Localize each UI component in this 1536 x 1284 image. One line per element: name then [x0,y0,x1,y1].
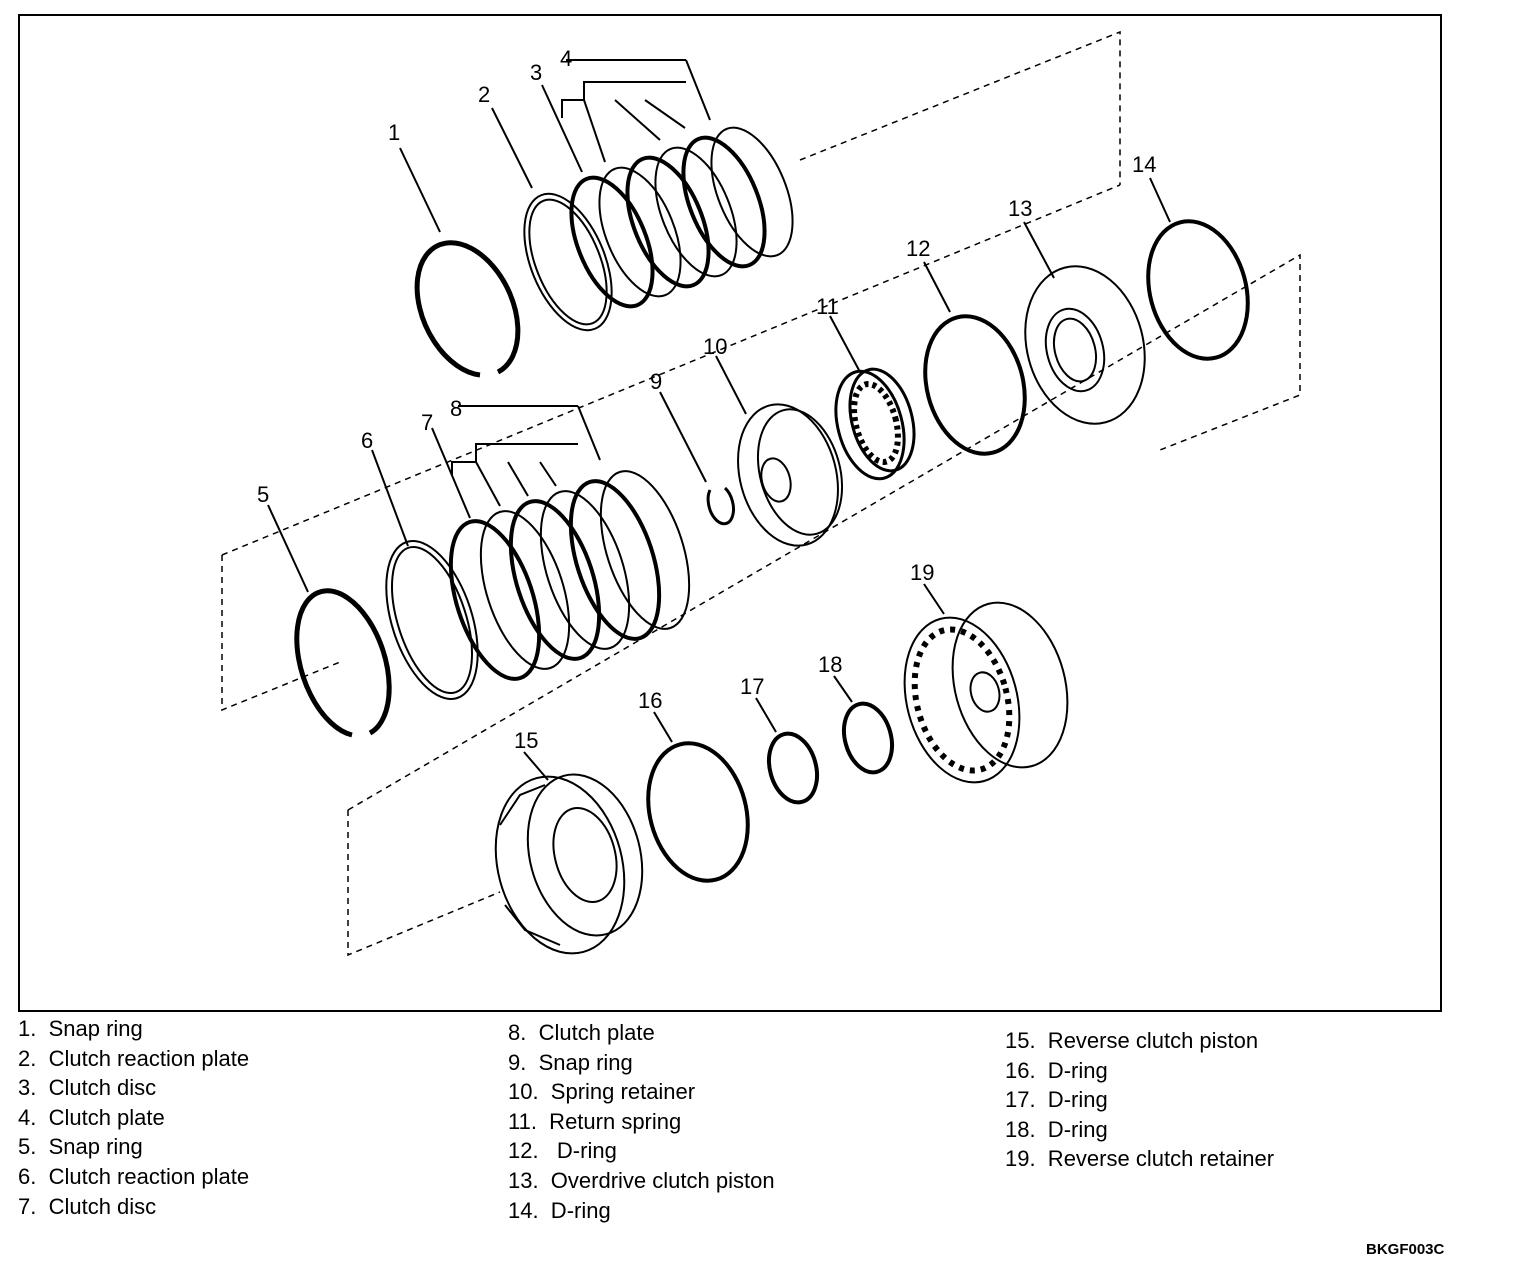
part-2-clutch-reaction-plate [523,192,613,332]
legend-item-6: 6. Clutch reaction plate [18,1163,250,1189]
legend-item-18: 18. D-ring [1005,1116,1108,1142]
part-5-snap-ring [294,588,392,738]
upper-assembly-box [799,30,1121,185]
callout-14: 14 [1132,152,1156,177]
legend-column-1: 1. Snap ring 2. Clutch reaction plate 3.… [18,1014,249,1221]
callout-3: 3 [530,60,542,85]
callout-15: 15 [514,728,538,753]
legend-item-8: 8. Clutch plate [508,1020,655,1045]
legend-column-2: 8. Clutch plate 9. Snap ring 10. Spring … [508,1018,775,1225]
part-10-spring-retainer [737,403,844,547]
legend-item-19: 19. Reverse clutch retainer [1005,1146,1275,1172]
legend-item-12: 12. D-ring [508,1138,617,1164]
part-7-8-clutch-pack-middle [448,470,691,681]
legend-item-1: 1. Snap ring [18,1016,143,1041]
middle-assembly-box [221,184,1121,712]
legend-item-10: 10. Spring retainer [508,1079,696,1105]
leader-lines [267,59,1171,781]
legend-item-4: 4. Clutch plate [18,1104,165,1130]
callout-5: 5 [257,482,269,507]
callout-17: 17 [740,674,764,699]
legend-item-7: 7. Clutch disc [18,1193,157,1219]
callout-11: 11 [816,294,839,319]
callout-12: 12 [906,236,930,261]
exploded-diagram: 1 2 3 4 5 6 7 8 9 10 11 12 13 14 15 16 1… [221,30,1301,957]
diagram-frame [18,14,1442,1012]
callout-13: 13 [1008,196,1032,221]
callout-7: 7 [421,410,433,435]
legend-item-11: 11. Return spring [508,1108,682,1134]
legend-item-16: 16. D-ring [1005,1057,1108,1083]
figure-code: BKGF003C [1366,1241,1445,1258]
legend-item-2: 2. Clutch reaction plate [18,1045,250,1071]
legend-item-9: 9. Snap ring [508,1049,633,1075]
callout-16: 16 [638,688,662,713]
callout-labels: 1 2 3 4 5 6 7 8 9 10 11 12 13 14 15 16 1… [257,46,1156,753]
part-19-reverse-clutch-retainer [903,601,1069,784]
part-18-d-ring [842,701,894,775]
callout-1: 1 [388,120,400,145]
part-16-d-ring [646,741,750,883]
part-9-snap-ring [706,486,735,526]
callout-8: 8 [450,396,462,421]
callout-6: 6 [361,428,373,453]
callout-4: 4 [560,46,572,71]
legend-item-17: 17. D-ring [1005,1087,1108,1113]
legend-column-3: 15. Reverse clutch piston 16. D-ring 17.… [1005,1026,1274,1174]
part-15-reverse-clutch-piston [494,773,644,955]
part-17-d-ring [767,731,819,805]
legend-item-5: 5. Snap ring [18,1134,143,1160]
callout-18: 18 [818,652,842,677]
callout-19: 19 [910,560,934,585]
legend-item-13: 13. Overdrive clutch piston [508,1167,775,1193]
legend-item-14: 14. D-ring [508,1197,611,1223]
legend-item-3: 3. Clutch disc [18,1075,157,1101]
part-13-overdrive-clutch-piston [1024,265,1146,425]
part-14-d-ring [1146,219,1250,361]
callout-2: 2 [478,82,490,107]
callout-9: 9 [650,369,662,394]
part-12-d-ring [923,314,1027,456]
part-11-return-spring [834,367,916,481]
part-1-snap-ring [414,240,521,378]
legend-item-15: 15. Reverse clutch piston [1005,1028,1259,1053]
part-3-4-clutch-pack-upper [569,126,794,309]
callout-10: 10 [703,334,727,359]
